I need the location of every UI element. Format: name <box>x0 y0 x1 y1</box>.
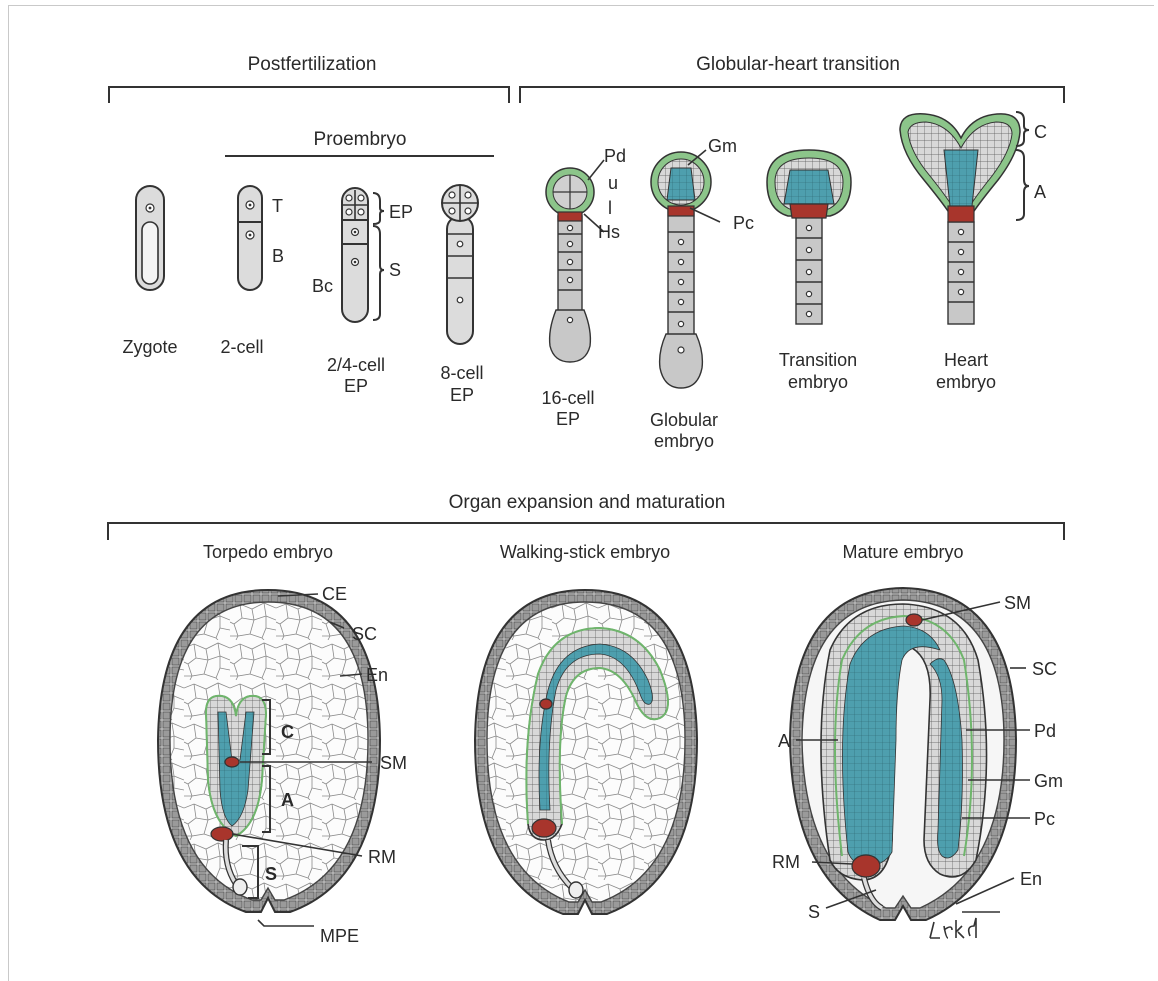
label-torpedo-SC: SC <box>352 624 377 644</box>
label-mature-RM: RM <box>772 852 800 872</box>
label-B: B <box>272 246 284 266</box>
lead-Pd <box>588 160 604 180</box>
stage-eight-cell-line1: 8-cell <box>440 363 483 383</box>
stage-two-cell: 2-cell <box>220 337 263 357</box>
transition-embryo-figure <box>767 150 851 324</box>
label-torpedo-MPE: MPE <box>320 926 359 946</box>
label-Gm: Gm <box>708 136 737 156</box>
stage-eight-cell-line2: EP <box>450 385 474 405</box>
zygote-figure <box>136 186 164 290</box>
stage-transition-line2: embryo <box>788 372 848 392</box>
section-organ-expansion: Organ expansion and maturation <box>449 492 726 513</box>
label-mature-A: A <box>778 731 790 751</box>
lead-torpedo-MPE <box>258 920 314 926</box>
EP-brace <box>373 193 384 224</box>
label-mature-S: S <box>808 902 820 922</box>
postfertilization-bracket <box>109 87 509 103</box>
stage-two-four-cell-line2: EP <box>344 376 368 396</box>
label-torpedo-SM: SM <box>380 753 407 773</box>
label-u: u <box>608 173 618 193</box>
artist-signature <box>930 918 976 938</box>
label-A: A <box>1034 182 1046 202</box>
label-mature-En: En <box>1020 869 1042 889</box>
label-mature-Gm: Gm <box>1034 771 1063 791</box>
label-torpedo-C: C <box>281 722 294 742</box>
label-mature-SC: SC <box>1032 659 1057 679</box>
stage-sixteen-cell-line1: 16-cell <box>541 388 594 408</box>
heart-A-brace <box>1016 150 1029 220</box>
label-torpedo-RM: RM <box>368 847 396 867</box>
label-torpedo-A: A <box>281 790 294 810</box>
label-mature-SM: SM <box>1004 593 1031 613</box>
stage-globular-line1: Globular <box>650 410 718 430</box>
stage-heart-line1: Heart <box>944 350 988 370</box>
label-Hs: Hs <box>598 222 620 242</box>
label-Pc: Pc <box>733 213 754 233</box>
globular-heart-bracket <box>520 87 1064 103</box>
stage-torpedo: Torpedo embryo <box>203 542 333 562</box>
label-mature-Pd: Pd <box>1034 721 1056 741</box>
label-torpedo-CE: CE <box>322 584 347 604</box>
S-brace <box>373 226 384 320</box>
stage-heart-line2: embryo <box>936 372 996 392</box>
eight-cell-figure <box>442 185 478 344</box>
label-C: C <box>1034 122 1047 142</box>
heart-embryo-figure <box>900 114 1020 324</box>
walking-stick-seed-figure <box>475 590 697 914</box>
sixteen-cell-figure <box>546 168 594 362</box>
stage-transition-line1: Transition <box>779 350 857 370</box>
organ-expansion-bracket <box>108 523 1064 540</box>
section-globular-heart: Globular-heart transition <box>696 54 900 75</box>
two-cell-figure <box>238 186 262 290</box>
label-S: S <box>389 260 401 280</box>
section-postfertilization: Postfertilization <box>248 54 377 75</box>
stage-globular-line2: embryo <box>654 431 714 451</box>
section-proembryo: Proembryo <box>314 129 407 150</box>
stage-sixteen-cell-line2: EP <box>556 409 580 429</box>
stage-two-four-cell-line1: 2/4-cell <box>327 355 385 375</box>
label-l: l <box>608 198 612 218</box>
globular-embryo-figure <box>651 152 711 388</box>
stage-mature: Mature embryo <box>842 542 963 562</box>
two-four-cell-figure <box>342 188 368 322</box>
label-Bc: Bc <box>312 276 333 296</box>
label-EP: EP <box>389 202 413 222</box>
label-Pd: Pd <box>604 146 626 166</box>
stage-walking-stick: Walking-stick embryo <box>500 542 670 562</box>
stage-zygote: Zygote <box>122 337 177 357</box>
label-mature-Pc: Pc <box>1034 809 1055 829</box>
label-T: T <box>272 196 283 216</box>
mature-seed-figure <box>790 588 1016 920</box>
label-torpedo-En: En <box>366 665 388 685</box>
label-torpedo-S: S <box>265 864 277 884</box>
